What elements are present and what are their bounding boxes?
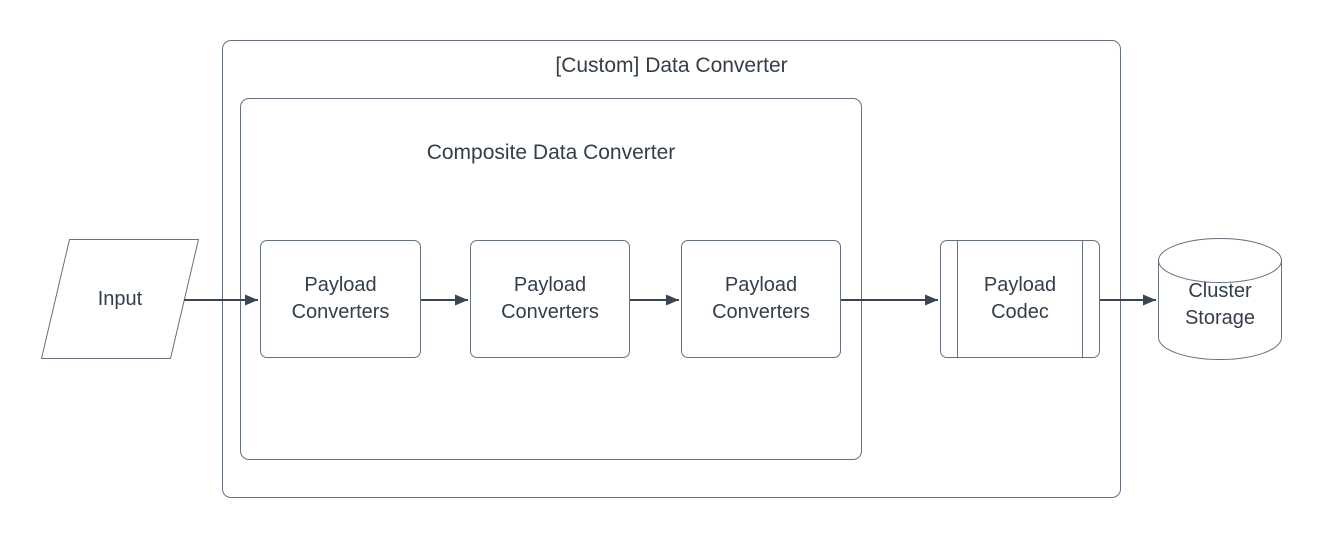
payload-converters-node-3: Payload Converters: [681, 240, 841, 358]
payload-converters-node-2-label: Payload Converters: [501, 274, 599, 323]
payload-converters-node-1-label: Payload Converters: [291, 274, 390, 323]
custom-data-converter-group-label: [Custom] Data Converter: [555, 54, 788, 77]
payload-codec-node-label: Payload Codec: [983, 274, 1057, 323]
composite-data-converter-group-label: Composite Data Converter: [426, 141, 676, 164]
input-parallelogram-shape: [41, 239, 199, 359]
payload-codec-right-bar: [1082, 241, 1083, 357]
payload-codec-left-bar: [957, 241, 958, 357]
payload-converters-node-1: Payload Converters: [260, 240, 421, 358]
payload-converters-node-3-label: Payload Converters: [712, 274, 810, 323]
cluster-storage-cylinder-shape: [1158, 238, 1282, 360]
payload-codec-node: Payload Codec: [940, 240, 1100, 358]
payload-converters-node-2: Payload Converters: [470, 240, 630, 358]
